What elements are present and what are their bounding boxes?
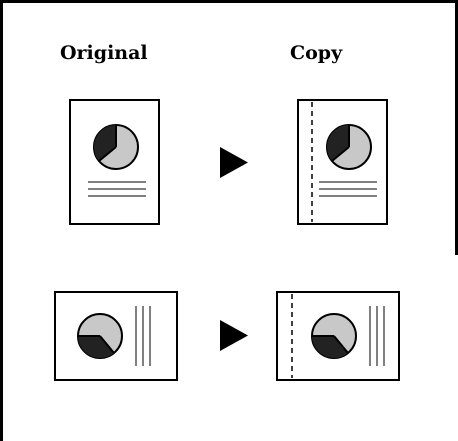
text-lines: [369, 306, 385, 366]
pie-chart-icon: [93, 124, 139, 170]
original-portrait-page: [69, 99, 160, 225]
panel-border-top: [0, 0, 458, 3]
original-landscape-page: [54, 291, 178, 381]
copy-landscape-page: [276, 291, 400, 381]
original-heading: Original: [60, 42, 148, 64]
text-lines: [135, 306, 151, 366]
play-triangle-icon: [220, 320, 248, 351]
pie-chart-icon: [311, 313, 357, 359]
panel-border-right: [455, 0, 458, 255]
copy-portrait-page: [297, 99, 388, 225]
panel-border-left: [0, 0, 3, 441]
copy-heading: Copy: [290, 42, 343, 64]
pie-chart-icon: [77, 313, 123, 359]
text-lines: [319, 181, 377, 197]
text-lines: [88, 181, 146, 197]
pie-chart-icon: [326, 124, 372, 170]
play-triangle-icon: [220, 147, 248, 178]
